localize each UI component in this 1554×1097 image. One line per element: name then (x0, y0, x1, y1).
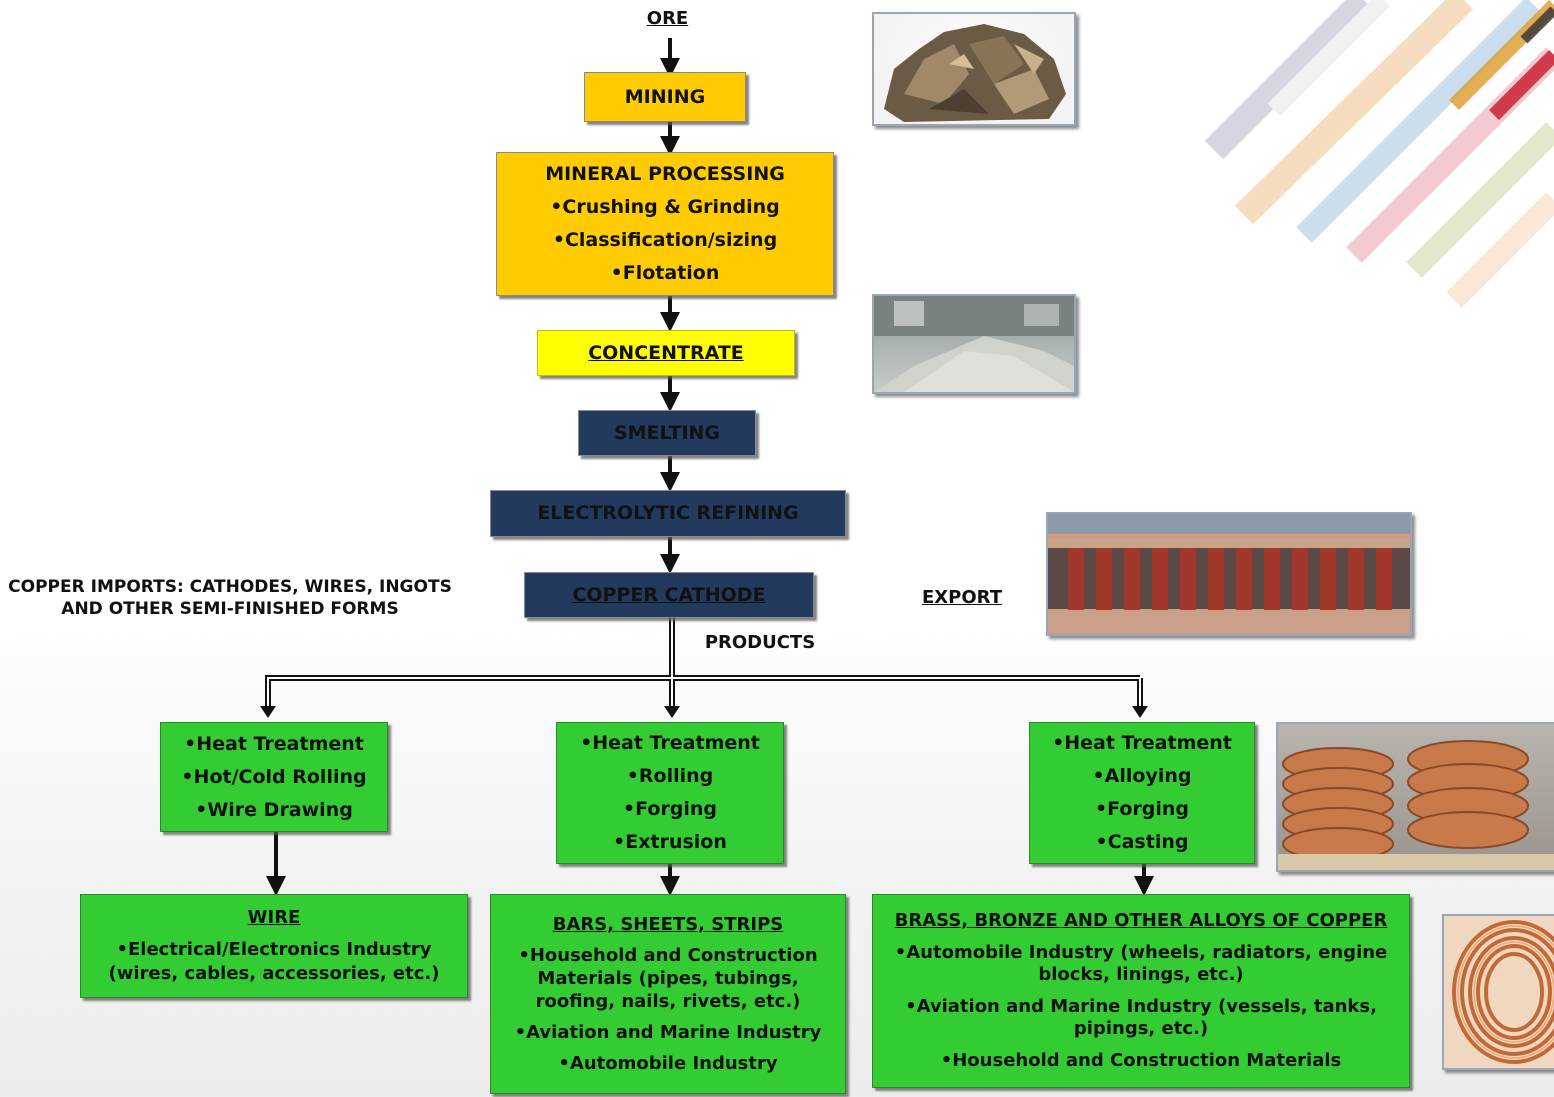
process-box-alloys: Heat Treatment Alloying Forging Casting (1029, 722, 1255, 864)
mineral-processing-item: Classification/sizing (553, 224, 777, 257)
mineral-processing-item: Flotation (611, 257, 720, 290)
ore-rock-icon (884, 24, 1066, 122)
concentrate-pile-icon (874, 296, 1074, 392)
output-title: BRASS, BRONZE AND OTHER ALLOYS OF COPPER (894, 910, 1388, 931)
output-item: Household and Construction Materials (941, 1050, 1341, 1072)
cathode-plates-icon (1048, 514, 1410, 634)
output-item: Aviation and Marine Industry (515, 1021, 821, 1044)
mineral-processing-box: MINERAL PROCESSING Crushing & Grinding C… (496, 152, 834, 296)
copper-cathode-box: COPPER CATHODE (524, 572, 814, 618)
output-box-bars: BARS, SHEETS, STRIPS Household and Const… (490, 894, 846, 1094)
imports-label: COPPER IMPORTS: CATHODES, WIRES, INGOTS … (8, 577, 452, 619)
process-box-bars: Heat Treatment Rolling Forging Extrusion (556, 722, 784, 864)
copper-strip-coils-photo (1276, 722, 1554, 872)
products-label: PRODUCTS (704, 632, 816, 653)
ore-title: ORE (646, 8, 689, 29)
mining-box: MINING (584, 72, 746, 122)
process-item: Rolling (627, 760, 713, 793)
copper-tube-icon (1452, 920, 1554, 1064)
electrolytic-refining-box: ELECTROLYTIC REFINING (490, 490, 846, 537)
concentrate-photo (872, 294, 1076, 394)
mining-label: MINING (624, 85, 706, 108)
cathode-photo (1046, 512, 1412, 636)
output-item: Automobile Industry (wheels, radiators, … (889, 942, 1393, 986)
electrolytic-refining-label: ELECTROLYTIC REFINING (537, 502, 799, 524)
output-item: Automobile Industry (558, 1052, 778, 1075)
process-item: Forging (623, 793, 717, 826)
process-item: Hot/Cold Rolling (181, 761, 367, 794)
process-box-wire: Heat Treatment Hot/Cold Rolling Wire Dra… (160, 722, 388, 832)
output-box-alloys: BRASS, BRONZE AND OTHER ALLOYS OF COPPER… (872, 894, 1410, 1088)
smelting-box: SMELTING (578, 410, 756, 456)
process-item: Casting (1096, 826, 1189, 859)
copper-cathode-label: COPPER CATHODE (572, 583, 766, 606)
output-title: BARS, SHEETS, STRIPS (552, 914, 784, 935)
process-item: Alloying (1093, 760, 1192, 793)
smelting-label: SMELTING (613, 421, 721, 444)
export-label: EXPORT (922, 587, 1002, 608)
ore-photo (872, 12, 1076, 126)
process-item: Heat Treatment (1052, 727, 1232, 760)
output-title: WIRE (247, 907, 301, 928)
output-item: Electrical/Electronics Industry (wires, … (95, 938, 453, 986)
process-item: Wire Drawing (195, 794, 353, 827)
process-item: Heat Treatment (184, 728, 364, 761)
decorative-stripes (1204, 0, 1554, 308)
copper-tube-coil-photo (1442, 914, 1554, 1070)
concentrate-label: CONCENTRATE (588, 341, 744, 364)
output-item: Household and Construction Materials (pi… (503, 944, 833, 1013)
process-item: Extrusion (613, 826, 727, 859)
process-item: Heat Treatment (580, 727, 760, 760)
output-box-wire: WIRE Electrical/Electronics Industry (wi… (80, 894, 468, 998)
mineral-processing-item: Crushing & Grinding (550, 191, 779, 224)
mineral-processing-title: MINERAL PROCESSING (545, 163, 785, 185)
process-item: Forging (1095, 793, 1189, 826)
copper-coils-icon (1278, 740, 1554, 870)
output-item: Aviation and Marine Industry (vessels, t… (889, 996, 1393, 1040)
concentrate-box: CONCENTRATE (537, 330, 795, 376)
